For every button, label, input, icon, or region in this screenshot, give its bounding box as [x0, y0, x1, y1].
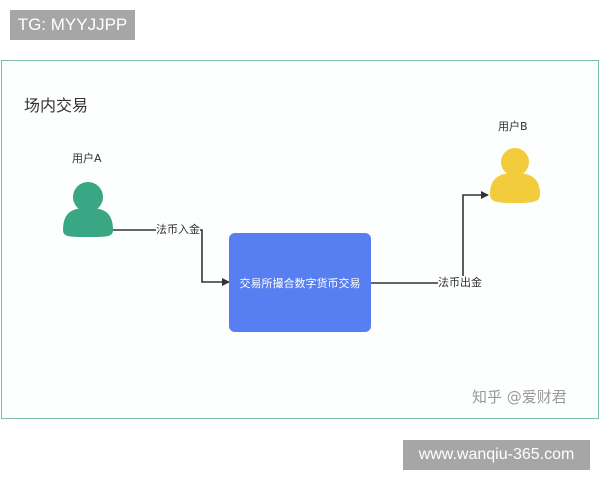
exchange-node: 交易所撮合数字货币交易	[229, 233, 371, 332]
edge-label-deposit: 法币入金	[156, 223, 200, 237]
bottom-watermark: www.wanqiu-365.com	[403, 440, 590, 470]
edge-label-withdraw: 法币出金	[438, 276, 482, 290]
user-a-label: 用户A	[72, 152, 102, 165]
top-watermark-text: TG: MYYJJPP	[17, 15, 128, 34]
user-b-label: 用户B	[498, 120, 528, 133]
bottom-watermark-text: www.wanqiu-365.com	[418, 446, 575, 463]
source-credit: 知乎 @爱财君	[472, 388, 567, 406]
edge-withdraw-line	[371, 191, 489, 284]
user-b-person-icon	[490, 148, 540, 203]
edge-deposit-line	[112, 229, 230, 286]
top-watermark: TG: MYYJJPP	[10, 10, 135, 40]
user-a-person-icon	[63, 182, 113, 237]
exchange-node-label: 交易所撮合数字货币交易	[239, 276, 361, 290]
diagram-title: 场内交易	[24, 96, 89, 115]
